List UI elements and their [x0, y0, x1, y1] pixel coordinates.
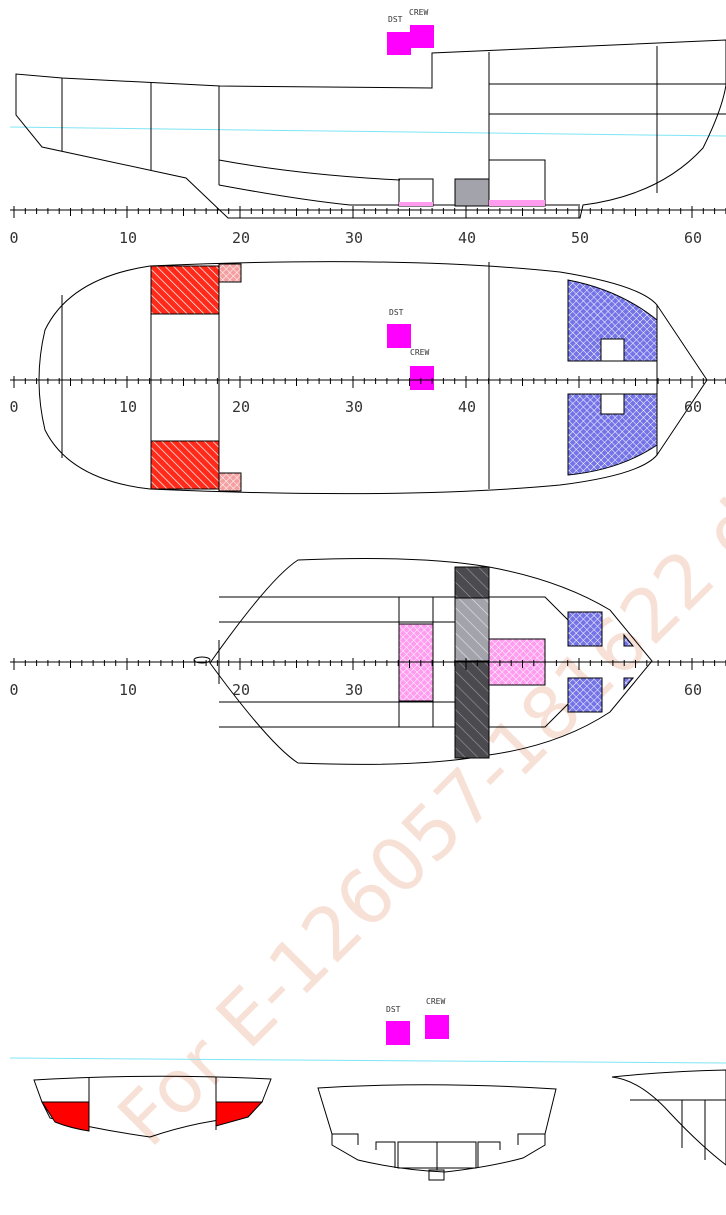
scale-number-60: 60: [684, 229, 702, 247]
tt-scale-number-0: 0: [9, 681, 18, 699]
section-mid: [317, 1084, 557, 1181]
dst-label-deck: DST: [389, 308, 404, 317]
tt-scale-number-20: 20: [232, 681, 250, 699]
dark-tank-upper: [454, 566, 490, 599]
profile-hull-outline: [15, 39, 726, 219]
deck-scale: 0 10 20 30 40 60: [9, 376, 726, 416]
tt-scale-number-30: 30: [345, 681, 363, 699]
blue-tank-deck-top: [567, 279, 658, 362]
blue-tank-tt-2: [623, 633, 635, 647]
grey-tank: [454, 178, 490, 207]
dst-label-profile: DST: [388, 15, 403, 24]
scale-number-40: 40: [458, 229, 476, 247]
crew-label-deck: CREW: [410, 348, 429, 357]
deck-scale-number-20: 20: [232, 398, 250, 416]
deck-scale-number-60: 60: [684, 398, 702, 416]
tank-top-scale: 0 10 20 30 60: [9, 658, 726, 699]
dst-label-section: DST: [386, 1005, 401, 1014]
blue-tank-tt-1: [567, 611, 603, 647]
blue-tank-deck-bottom: [567, 393, 658, 476]
red-tank-deck-top: [150, 265, 220, 315]
crew-marker-deck: [410, 366, 434, 390]
stern-tube: [193, 656, 211, 664]
watermark-text: For E-126057-181622 data: [102, 399, 726, 1163]
blue-tank-tt-3: [567, 677, 603, 713]
deck-hull-outline: [38, 261, 708, 495]
deck-scale-number-10: 10: [119, 398, 137, 416]
red-tank-section-left: [41, 1101, 90, 1132]
scale-number-0: 0: [9, 229, 18, 247]
deck-scale-number-30: 30: [345, 398, 363, 416]
crew-label-profile: CREW: [409, 8, 428, 17]
crew-marker-profile: [410, 25, 434, 48]
deck-scale-number-40: 40: [458, 398, 476, 416]
red-tank-section-right: [215, 1101, 264, 1127]
profile-scale-numbers: 0 10 20 30 40 50 60: [9, 229, 702, 247]
dark-tank-lower: [454, 660, 490, 759]
section-fwd: [611, 1069, 726, 1166]
section-aft: [33, 1075, 272, 1138]
grey-tank-upper: [454, 597, 490, 662]
section-waterline: [9, 1057, 726, 1064]
scale-number-30: 30: [345, 229, 363, 247]
dst-marker-section: [386, 1021, 410, 1045]
tt-scale-number-60: 60: [684, 681, 702, 699]
profile-scale: 0 10 20 30 40 50 60: [9, 206, 726, 247]
dst-marker-deck: [387, 324, 411, 348]
profile-view: [9, 39, 726, 219]
tt-scale-number-10: 10: [119, 681, 137, 699]
scale-number-50: 50: [571, 229, 589, 247]
deck-plan-view: [38, 261, 708, 495]
blue-tank-tt-4: [623, 677, 635, 691]
waterline: [9, 126, 726, 137]
lightred-tank-deck-bottom: [218, 472, 242, 492]
deck-scale-number-0: 0: [9, 398, 18, 416]
scale-number-20: 20: [232, 229, 250, 247]
crew-label-section: CREW: [426, 997, 445, 1006]
lightred-tank-deck-top: [218, 263, 242, 283]
red-tank-deck-bottom: [150, 440, 220, 490]
pink-tank-strip: [399, 202, 433, 206]
crew-marker-section: [425, 1015, 449, 1039]
pink-tank-strip-2: [489, 200, 545, 206]
scale-number-10: 10: [119, 229, 137, 247]
dst-marker-profile: [387, 32, 411, 55]
